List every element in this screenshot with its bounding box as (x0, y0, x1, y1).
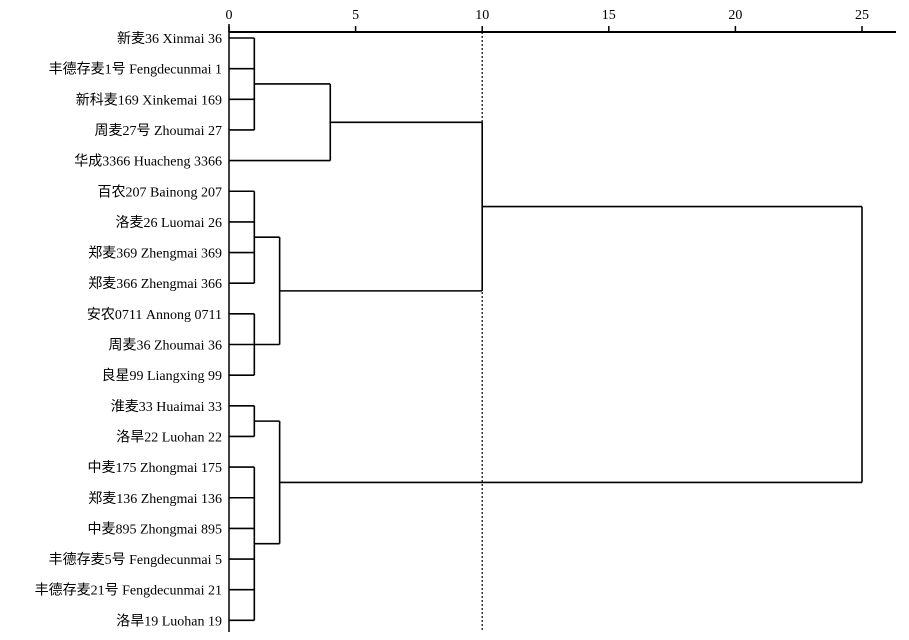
x-tick-label: 20 (728, 8, 742, 23)
leaf-label: 中麦175 Zhongmai 175 (87, 460, 222, 476)
x-tick-label: 10 (475, 8, 489, 23)
leaf-label: 丰德存麦1号 Fengdecunmai 1 (49, 62, 222, 78)
dendrogram-branches (229, 37, 863, 622)
leaf-label: 良星99 Liangxing 99 (101, 368, 222, 384)
leaf-label: 新麦36 Xinmai 36 (117, 31, 222, 47)
leaf-labels: 新麦36 Xinmai 36 丰德存麦1号 Fengdecunmai 1 新科麦16… (35, 31, 222, 629)
leaf-label: 安农0711 Annong 0711 (87, 307, 222, 323)
leaf-label: 华成3366 Huacheng 3366 (74, 154, 222, 170)
leaf-label: 新科麦169 Xinkemai 169 (76, 92, 222, 108)
leaf-label: 洛旱22 Luohan 22 (116, 429, 222, 445)
x-axis: 0 5 10 15 20 25 (226, 8, 896, 632)
leaf-label: 淮麦33 Huaimai 33 (111, 399, 222, 415)
leaf-label: 洛旱19 Luohan 19 (116, 613, 222, 629)
leaf-label: 丰德存麦21号 Fengdecunmai 21 (35, 583, 222, 599)
x-tick-label: 0 (226, 8, 233, 23)
leaf-label: 中麦895 Zhongmai 895 (87, 521, 222, 537)
leaf-label: 洛麦26 Luomai 26 (115, 215, 222, 231)
x-tick-label: 25 (855, 8, 869, 23)
leaf-label: 周麦36 Zhoumai 36 (108, 338, 222, 354)
leaf-label: 郑麦136 Zhengmai 136 (88, 491, 222, 507)
leaf-label: 郑麦369 Zhengmai 369 (88, 246, 222, 262)
leaf-label: 丰德存麦5号 Fengdecunmai 5 (49, 552, 222, 568)
x-tick-label: 5 (352, 8, 359, 23)
x-tick-label: 15 (602, 8, 616, 23)
leaf-label: 郑麦366 Zhengmai 366 (88, 276, 222, 292)
leaf-label: 百农207 Bainong 207 (98, 184, 222, 200)
leaf-label: 周麦27号 Zhoumai 27 (94, 123, 222, 139)
